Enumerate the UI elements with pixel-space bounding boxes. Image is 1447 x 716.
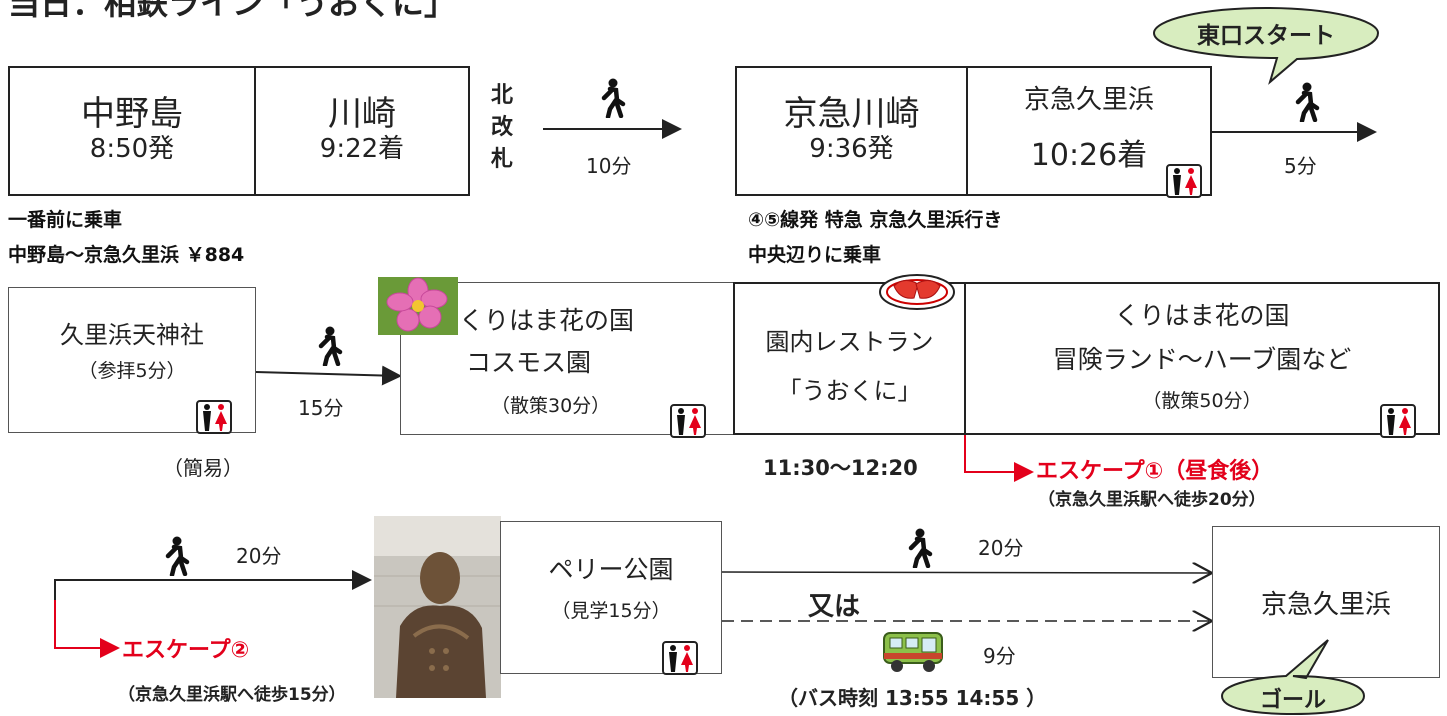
departure-time: 9:36発 [809, 134, 894, 165]
bus-schedule: （バス時刻 13:55 14:55 ） [778, 686, 1047, 710]
restroom-icon [1380, 404, 1416, 438]
station-name: 京急久里浜 [1260, 589, 1391, 620]
place-name: 園内レストラン [765, 327, 934, 356]
escape-route-1: エスケープ①（昼食後） [1036, 459, 1274, 484]
gate-char: 改 [490, 115, 513, 140]
place-name: くりはま花の国 [459, 306, 635, 335]
place-detail: （参拝5分） [78, 360, 186, 382]
place-name: くりはま花の国 [1114, 301, 1290, 330]
station-name: 川崎 [328, 94, 396, 135]
station-name: 京急川崎 [783, 94, 920, 135]
station-name: 中野島 [81, 94, 183, 135]
station-keikyu-kawasaki: 京急川崎 9:36発 [735, 66, 968, 196]
departure-time: 8:50発 [89, 134, 175, 165]
north-ticket-gate: 北 改 札 [487, 80, 517, 176]
escape-arrow-2 [54, 600, 120, 658]
escape-route-2: エスケープ② [122, 638, 250, 663]
walking-person-icon [313, 326, 343, 370]
boarding-note: 一番前に乗車 [8, 209, 123, 231]
restroom-icon [670, 404, 706, 438]
walk-arrow-3 [255, 365, 402, 386]
walk-duration: 20分 [978, 536, 1024, 560]
walking-person-icon [903, 528, 933, 572]
place-name: ペリー公園 [548, 555, 674, 584]
start-label: 東口スタート [1197, 23, 1335, 49]
cosmos-flower-image [378, 277, 458, 335]
walk-duration: 15分 [298, 396, 344, 420]
sushi-icon [878, 272, 956, 316]
restroom-note: （簡易） [163, 456, 243, 480]
walk-duration: 10分 [586, 154, 632, 178]
place-name-2: 冒険ランド～ハーブ園など [1052, 345, 1352, 374]
place-name-2: 「うおくに」 [777, 376, 922, 405]
restroom-icon [1166, 164, 1202, 198]
place-name-2: コスモス園 [466, 348, 592, 377]
walk-arrow-goal [721, 572, 1212, 573]
arrival-time: 9:22着 [319, 134, 405, 165]
walk-duration: 20分 [236, 544, 282, 568]
escape-route-1-note: （京急久里浜駅へ徒歩20分） [1038, 490, 1266, 510]
or-label: 又は [808, 592, 861, 622]
kurihama-tenjin-shrine: 久里浜天神社 （参拝5分） [8, 287, 256, 433]
restroom-icon [196, 400, 232, 434]
escape-route-2-note: （京急久里浜駅へ徒歩15分） [118, 685, 346, 705]
lunch-time: 11:30〜12:20 [763, 456, 918, 480]
boarding-note-2: 中央辺りに乗車 [748, 244, 882, 266]
train-note: ④⑤線発 特急 京急久里浜行き [748, 209, 1003, 231]
walking-person-icon [1290, 82, 1320, 126]
escape-arrow-1 [964, 433, 1034, 482]
start-callout: 東口スタート [1152, 6, 1380, 85]
place-detail: （散策30分） [491, 395, 611, 417]
bus-icon [882, 629, 944, 677]
page-title: 当日：相鉄ライン「うおくに」 [8, 0, 457, 22]
fare-note: 中野島～京急久里浜 ￥884 [8, 244, 245, 266]
station-name: 京急久里浜 [1023, 84, 1154, 115]
place-name: 久里浜天神社 [60, 321, 204, 349]
arrival-time: 10:26着 [1030, 137, 1148, 173]
place-detail: （散策50分） [1142, 390, 1262, 412]
perry-statue-photo [374, 516, 501, 698]
adventure-land: くりはま花の国 冒険ランド～ハーブ園など （散策50分） [964, 282, 1440, 435]
goal-station-keikyu-kurihama: 京急久里浜 [1212, 526, 1440, 678]
goal-callout: ゴール [1218, 636, 1368, 716]
station-nakanoshima: 中野島 8:50発 [8, 66, 256, 196]
walk-duration: 5分 [1284, 154, 1317, 178]
gate-char: 札 [490, 147, 513, 172]
gate-char: 北 [490, 83, 513, 108]
walking-person-icon [160, 536, 190, 580]
walk-arrow-4 [54, 570, 372, 640]
goal-label: ゴール [1259, 688, 1326, 713]
walking-person-icon [596, 78, 626, 122]
bus-duration: 9分 [983, 644, 1016, 668]
place-detail: （見学15分） [551, 600, 671, 622]
restroom-icon [662, 641, 698, 675]
station-kawasaki: 川崎 9:22着 [254, 66, 470, 196]
